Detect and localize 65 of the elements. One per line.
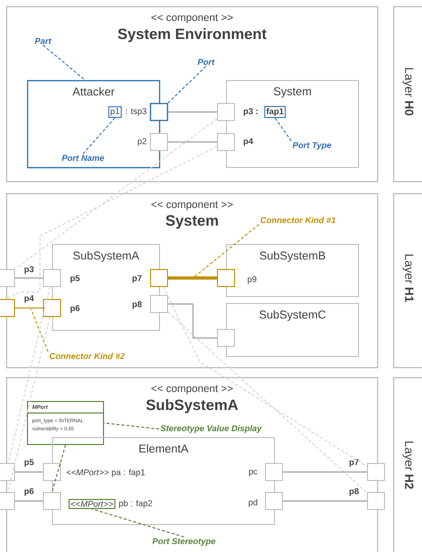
port-label: p3 : [244, 108, 258, 116]
leader-line [30, 308, 49, 352]
port-label: pd [248, 499, 258, 507]
connector [168, 276, 217, 280]
connector [168, 111, 217, 113]
port-label: p7 [132, 275, 142, 283]
connector [15, 471, 43, 473]
port-label: <<MPort>> pa : fap1 [66, 469, 145, 477]
connector [15, 307, 43, 309]
layer-band: Layer H2 [392, 377, 422, 552]
port-label: p5 [24, 459, 34, 467]
leader-line [168, 66, 206, 104]
port-label: p6 [24, 488, 34, 496]
annotation: Connector Kind #2 [50, 352, 125, 360]
annotation: Port [198, 59, 215, 65]
annotation: Port Type [292, 142, 332, 150]
component-box: SubSystemC [226, 303, 359, 357]
port-label: p3 [24, 266, 34, 274]
annotation: Port Name [62, 155, 104, 161]
mapping-line [168, 312, 368, 494]
port-label: p6 [70, 305, 80, 313]
port-label: pb : fap2 [119, 500, 152, 508]
port [150, 295, 168, 313]
port-label: p4 [244, 138, 254, 146]
name-tag: <<MPort>> [68, 499, 116, 509]
connector [15, 277, 43, 279]
connector [168, 141, 217, 143]
name-tag: fap1 [264, 106, 286, 118]
mapping-line [8, 316, 50, 492]
mapping-line [14, 118, 218, 270]
port [43, 269, 61, 287]
port [217, 329, 235, 347]
port-label: p9 [248, 276, 256, 284]
layer-band: Layer H0 [392, 6, 422, 182]
port-label: p5 [70, 275, 80, 283]
leader-line [104, 422, 160, 430]
connector [283, 500, 367, 502]
layer-band: Layer H1 [392, 193, 422, 368]
port-label: pc [249, 470, 258, 476]
annotation: Stereotype Value Display [160, 425, 262, 433]
port [217, 269, 235, 287]
mapping-line [6, 146, 218, 300]
port-label: p8 [350, 488, 359, 496]
port-label: p7 [350, 459, 359, 467]
port [43, 299, 61, 317]
leader-line [192, 224, 260, 278]
connector [283, 471, 367, 473]
annotation: Part [34, 38, 52, 44]
leader-line [52, 444, 66, 492]
port-label: p8 [132, 301, 142, 309]
leader-line [274, 117, 292, 142]
leader-line [82, 117, 116, 154]
port-label: p2 [138, 138, 146, 146]
mapping-line [162, 286, 368, 467]
port [43, 492, 61, 510]
mapping-line [8, 286, 50, 464]
port-label: : tsp3 [126, 108, 146, 116]
port-label: p4 [24, 295, 34, 303]
port [150, 269, 168, 287]
annotation: Connector Kind #1 [260, 216, 336, 224]
annotation: Port Stereotype [152, 538, 216, 546]
connector [15, 500, 43, 502]
connector [168, 303, 217, 339]
name-tag: p1 [108, 106, 122, 118]
leader-line [42, 44, 86, 80]
